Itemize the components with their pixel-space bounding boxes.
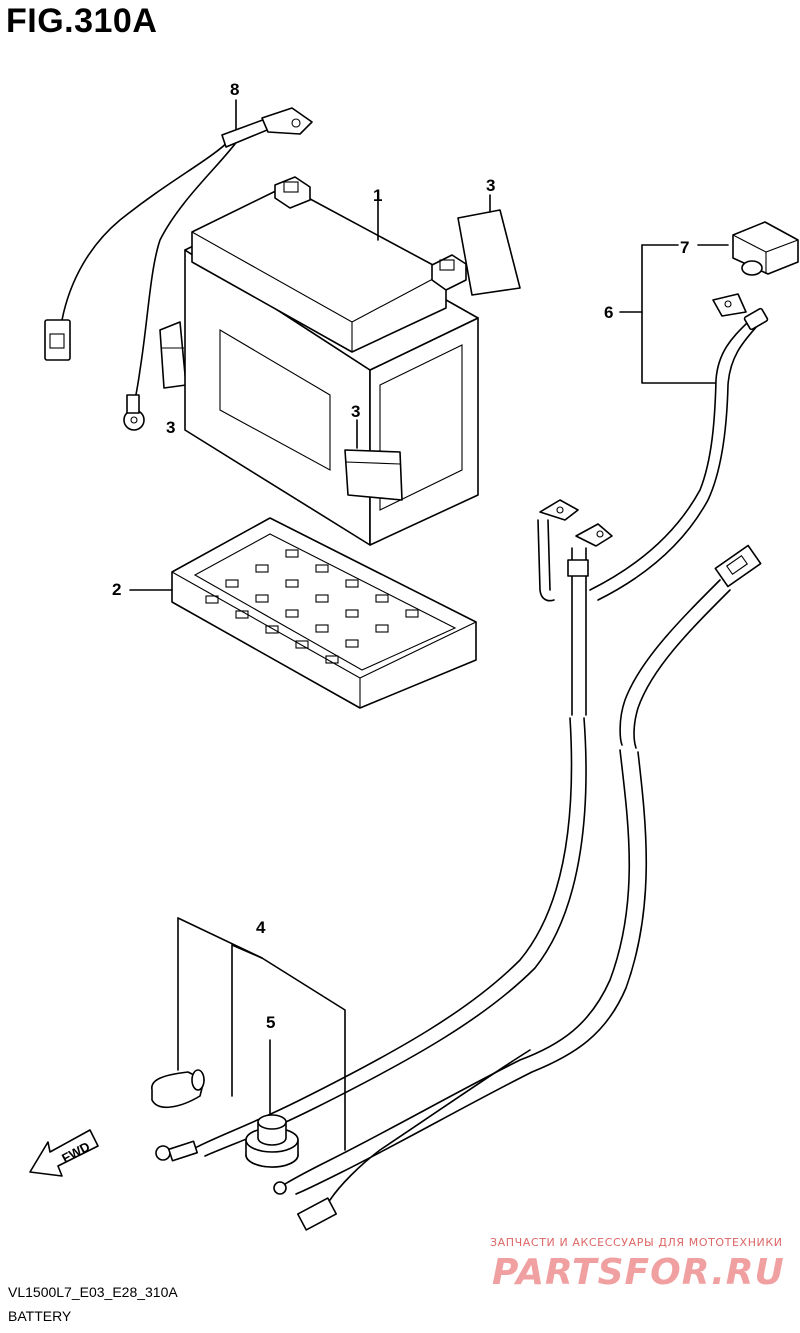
- callout-6: 6: [604, 303, 614, 322]
- fwd-arrow-icon: FWD: [29, 1129, 99, 1177]
- figure-title: FIG.310A: [6, 2, 158, 40]
- callout-3-left: 3: [166, 418, 176, 437]
- callout-1: 1: [373, 186, 383, 205]
- callout-3-top: 3: [486, 176, 496, 195]
- watermark-tagline: ЗАПЧАСТИ И АКСЕССУАРЫ ДЛЯ МОТОТЕХНИКИ: [490, 1236, 783, 1249]
- right-cable: [273, 544, 762, 1231]
- model-code: VL1500L7_E03_E28_310A: [8, 1284, 178, 1300]
- callout-3-battery: 3: [351, 402, 361, 421]
- tray-slots: [205, 549, 419, 664]
- part-6-7-bracket: [619, 244, 729, 384]
- part-7-cap: [732, 221, 799, 276]
- callout-8: 8: [230, 80, 240, 99]
- callout-7: 7: [680, 238, 690, 257]
- callout-4: 4: [256, 918, 266, 937]
- part-2-tray: [129, 517, 477, 709]
- part-4-5-callout-lines: [177, 917, 346, 1151]
- fwd-label: FWD: [59, 1139, 92, 1166]
- callout-5: 5: [266, 1013, 276, 1032]
- callout-2: 2: [112, 580, 122, 599]
- part-4-boot: [151, 1069, 205, 1108]
- part-3-pad-top: [457, 194, 521, 296]
- section-name: BATTERY: [8, 1308, 72, 1324]
- part-6-cable: [589, 293, 769, 601]
- watermark-logo: PARTSFOR.RU: [492, 1252, 785, 1293]
- part-5-cap: [245, 1114, 299, 1168]
- part-3-pad-left: [159, 321, 187, 389]
- middle-cables: [155, 499, 613, 1162]
- part-1-battery: [184, 176, 479, 546]
- part-8-cable: [44, 99, 313, 431]
